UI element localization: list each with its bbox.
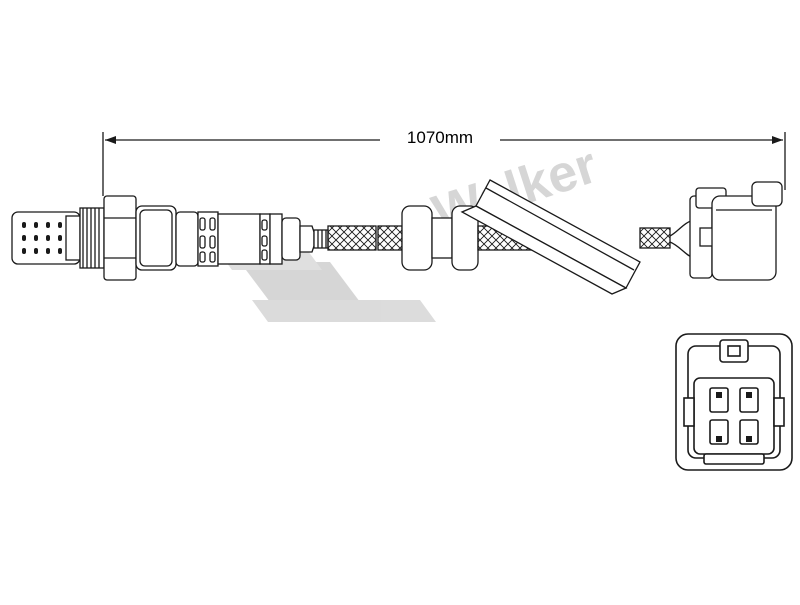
connector-face-icon xyxy=(675,333,793,471)
harness-braid-2 xyxy=(377,225,403,251)
dimension-arrow-left-icon xyxy=(105,136,116,144)
sensor-hex-nut xyxy=(103,195,137,281)
harness-braid-4 xyxy=(639,227,671,249)
connector-side-view xyxy=(689,181,783,281)
harness-clip xyxy=(460,179,641,295)
sensor-tip xyxy=(11,211,81,265)
length-dimension-label: 1070mm xyxy=(380,128,500,148)
dimension-arrow-right-icon xyxy=(772,136,783,144)
harness-braid-1 xyxy=(327,225,377,251)
harness-grommet xyxy=(401,205,479,271)
sensor-thread xyxy=(79,207,105,269)
tip-holes xyxy=(22,222,62,254)
oxygen-sensor-icon xyxy=(11,179,783,295)
